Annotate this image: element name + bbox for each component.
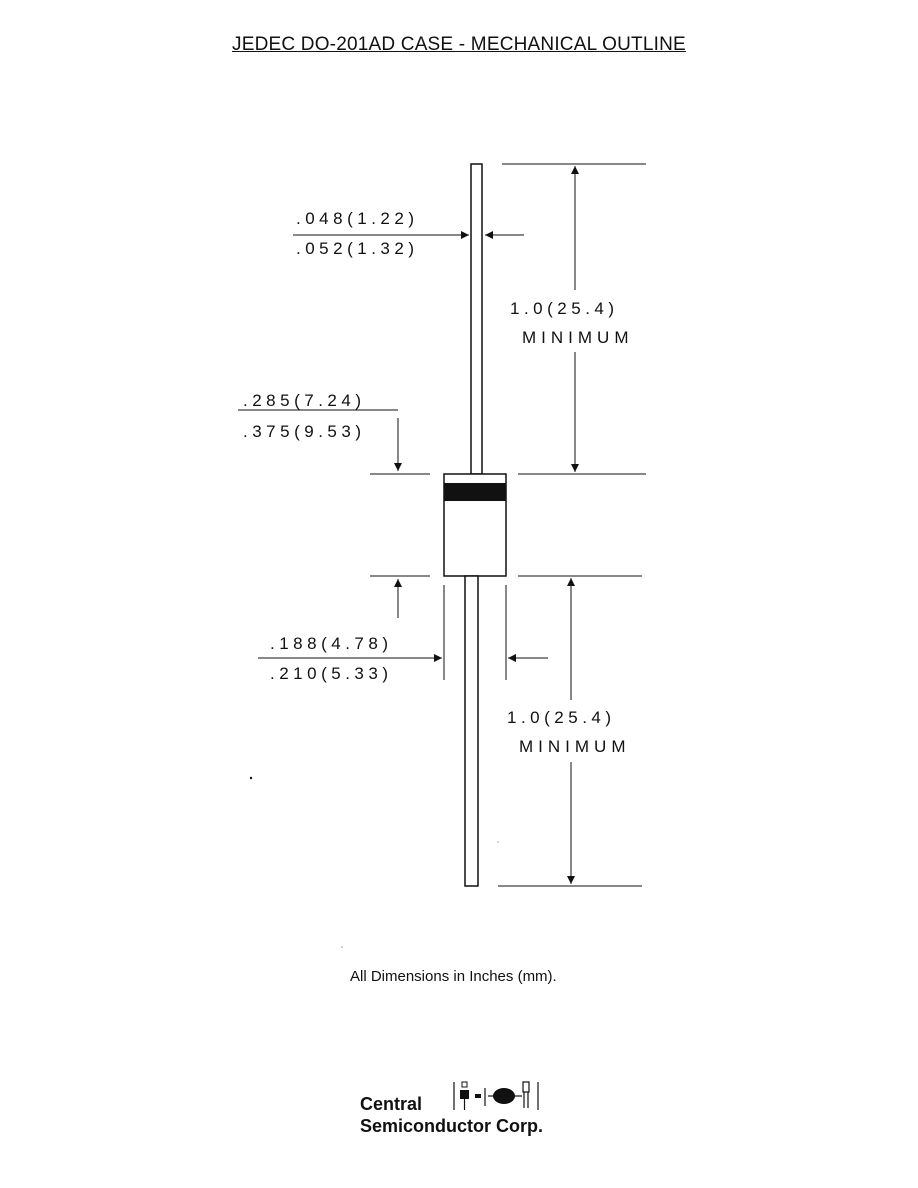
body-length-min-label: .285(7.24) (243, 391, 366, 410)
body-dia-min-label: .188(4.78) (270, 634, 393, 653)
body-dia-max-label: .210(5.33) (270, 664, 393, 683)
lower-lead (464, 575, 479, 887)
bottom-lead-length-qualifier: MINIMUM (519, 737, 630, 756)
dimensions-note: All Dimensions in Inches (mm). (350, 968, 557, 985)
page-title: JEDEC DO-201AD CASE - MECHANICAL OUTLINE (232, 34, 686, 55)
lead-dia-min-label: .048(1.22) (296, 209, 419, 228)
bottom-lead-length-value: 1.0(25.4) (507, 708, 616, 727)
top-lead-length-value: 1.0(25.4) (510, 299, 619, 318)
top-lead-length-qualifier: MINIMUM (522, 328, 633, 347)
company-logo-line1: Central (360, 1094, 423, 1114)
company-logo-line2: Semiconductor Corp. (360, 1116, 544, 1136)
cathode-band (444, 483, 506, 501)
company-logo-mark-icon (453, 1081, 539, 1110)
upper-lead (470, 163, 483, 475)
lead-dia-max-label: .052(1.32) (296, 239, 419, 258)
body-length-max-label: .375(9.53) (243, 422, 366, 441)
